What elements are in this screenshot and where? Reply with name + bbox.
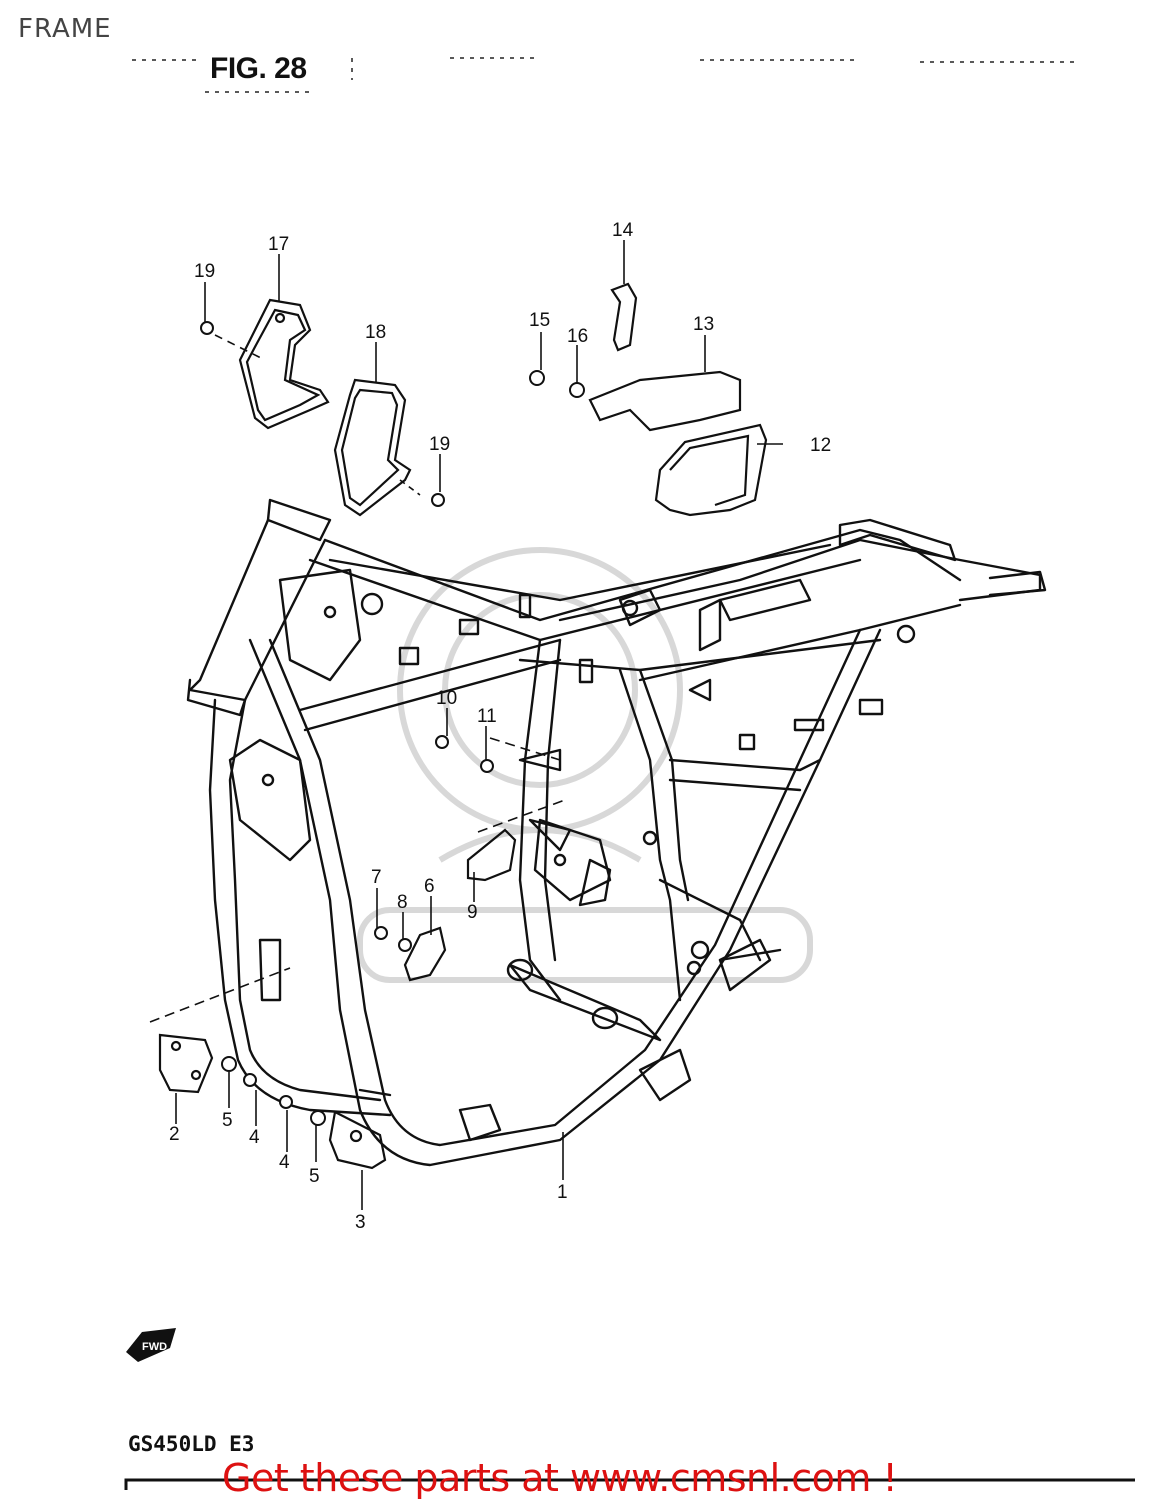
callout-6: 6 (424, 876, 435, 897)
figure-number: FIG. 28 (210, 52, 307, 85)
small-hardware (200, 321, 585, 1126)
callouts: 1 2 3 4 4 5 5 6 7 8 9 10 11 12 13 14 15 … (169, 220, 831, 1233)
leader-lines (149, 240, 783, 1210)
callout-12: 12 (810, 435, 831, 456)
part-12-battery-tray (654, 423, 768, 517)
callout-3: 3 (355, 1212, 366, 1233)
callout-5b: 5 (309, 1166, 320, 1187)
part-14-strap (610, 282, 638, 352)
part-2-3-6-9-mounting-plates (158, 828, 517, 1170)
callout-18: 18 (365, 322, 386, 343)
callout-14: 14 (612, 220, 634, 241)
promo-link[interactable]: Get these parts at www.cmsnl.com ! (222, 1456, 898, 1500)
callout-9: 9 (467, 902, 478, 923)
callout-8: 8 (397, 892, 408, 913)
callout-10: 10 (436, 688, 457, 709)
callout-4b: 4 (279, 1152, 290, 1173)
callout-5a: 5 (222, 1110, 233, 1131)
callout-17: 17 (268, 234, 289, 255)
part-13-battery-case (588, 370, 742, 432)
part-18-bracket-cover (333, 378, 412, 517)
callout-19b: 19 (429, 434, 450, 455)
callout-7: 7 (371, 867, 382, 888)
frame-main-body (186, 498, 1047, 1167)
callout-4a: 4 (249, 1127, 260, 1148)
callout-11: 11 (477, 706, 497, 727)
footer-rule (124, 1478, 1135, 1490)
watermark (357, 547, 813, 983)
callout-2: 2 (169, 1124, 180, 1145)
fwd-label: FWD (142, 1341, 167, 1353)
callout-16: 16 (567, 326, 588, 347)
fwd-arrow-icon: FWD (126, 1328, 176, 1362)
callout-13: 13 (693, 314, 714, 335)
callout-19a: 19 (194, 261, 215, 282)
part-17-side-cover (238, 298, 330, 430)
model-code: GS450LD E3 (128, 1432, 255, 1456)
page-title: FRAME (18, 14, 112, 44)
scan-border-fragments (132, 57, 1075, 93)
callout-1: 1 (557, 1182, 568, 1203)
callout-15: 15 (529, 310, 550, 331)
